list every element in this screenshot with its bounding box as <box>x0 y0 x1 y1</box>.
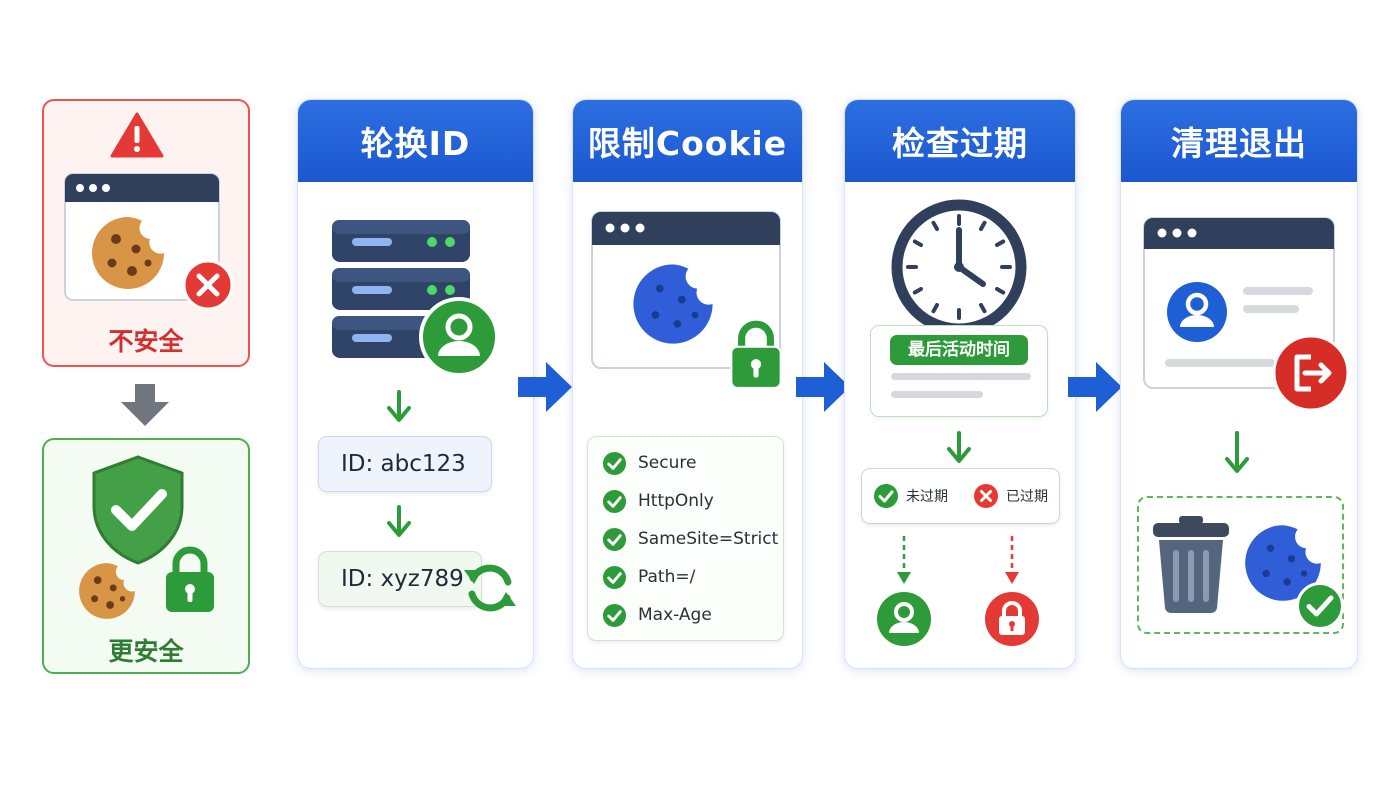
check-circle-icon <box>1296 582 1344 630</box>
unsafe-label: 不安全 <box>108 327 184 356</box>
step-rotate-id: 轮换ID ID: abc123 ID: xyz789 <box>297 99 534 669</box>
trash-icon <box>1153 516 1229 614</box>
attribute-label: SameSite=Strict <box>638 529 779 549</box>
close-circle-icon <box>974 484 998 508</box>
text-placeholder <box>891 373 1031 380</box>
text-placeholder <box>891 391 983 398</box>
cookie-icon <box>633 264 713 344</box>
flow-arrow-icon <box>518 362 572 412</box>
step-title: 限制Cookie <box>573 100 802 182</box>
status-label: 未过期 <box>906 489 948 505</box>
logout-icon <box>1272 334 1350 412</box>
lock-icon <box>985 592 1039 646</box>
step-title: 清理退出 <box>1121 100 1357 182</box>
down-arrow-icon <box>387 390 411 422</box>
check-circle-icon <box>874 484 898 508</box>
list-item: Path=/ <box>602 563 695 591</box>
last-activity-card: 最后活动时间 <box>870 325 1048 417</box>
shield-check-icon <box>92 455 184 565</box>
lock-icon <box>166 546 214 612</box>
old-session-id: ID: abc123 <box>318 436 492 492</box>
list-item: SameSite=Strict <box>602 525 778 553</box>
attribute-label: Path=/ <box>638 567 696 587</box>
clock-icon <box>891 199 1027 335</box>
step-title: 检查过期 <box>845 100 1075 182</box>
refresh-icon <box>464 564 516 612</box>
step-cleanup-logout: 清理退出 <box>1120 99 1358 669</box>
list-item: Max-Age <box>602 601 712 629</box>
close-circle-icon <box>182 259 234 311</box>
step-restrict-cookie: 限制Cookie Secure HttpOnly <box>572 99 803 669</box>
safe-box: 更安全 <box>42 438 250 674</box>
flow-arrow-icon <box>796 362 850 412</box>
flow-arrow-icon <box>1068 362 1122 412</box>
user-icon <box>1167 282 1227 342</box>
attribute-label: Max-Age <box>638 605 712 625</box>
cookie-attribute-list: Secure HttpOnly SameSite=Strict Path=/ M… <box>587 436 784 641</box>
check-circle-icon <box>602 451 627 475</box>
cookie-icon <box>79 563 135 619</box>
cookie-icon <box>1245 525 1321 601</box>
check-circle-icon <box>602 603 627 627</box>
list-item: HttpOnly <box>602 487 714 515</box>
cleanup-area <box>1137 496 1344 634</box>
user-icon <box>419 297 499 377</box>
cookie-icon <box>92 217 164 289</box>
safe-label: 更安全 <box>108 637 184 666</box>
dashed-arrow-icon <box>1005 536 1019 584</box>
expiry-status-box: 未过期 已过期 <box>861 468 1060 524</box>
down-arrow-icon <box>947 431 971 463</box>
browser-window-icon <box>1143 217 1335 389</box>
status-not-expired: 未过期 <box>873 483 948 509</box>
last-activity-label: 最后活动时间 <box>890 335 1028 365</box>
warning-icon <box>110 112 164 158</box>
new-session-id: ID: xyz789 <box>318 551 482 607</box>
status-label: 已过期 <box>1006 489 1048 505</box>
lock-icon <box>730 320 782 389</box>
attribute-label: Secure <box>638 453 697 473</box>
unsafe-box: 不安全 <box>42 99 250 367</box>
check-circle-icon <box>602 527 627 551</box>
step-title: 轮换ID <box>298 100 533 182</box>
down-arrow-icon <box>1225 431 1249 473</box>
dashed-arrow-icon <box>897 536 911 584</box>
attribute-label: HttpOnly <box>638 491 714 511</box>
check-circle-icon <box>602 565 627 589</box>
down-arrow-icon <box>121 384 169 426</box>
step-check-expiry: 检查过期 最后活动时间 未过期 <box>844 99 1076 669</box>
status-expired: 已过期 <box>973 483 1048 509</box>
user-icon <box>877 592 931 646</box>
list-item: Secure <box>602 449 696 477</box>
down-arrow-icon <box>387 505 411 537</box>
check-circle-icon <box>602 489 627 513</box>
